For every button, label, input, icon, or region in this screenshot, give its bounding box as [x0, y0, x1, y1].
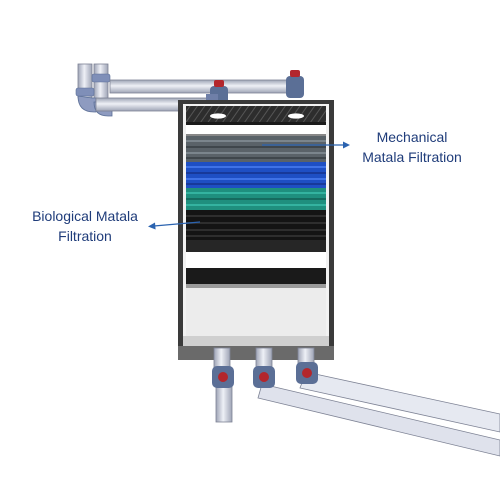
- biological-filtration-label: Biological Matala Filtration: [14, 206, 156, 246]
- callout-arrow-biological: [148, 221, 201, 230]
- mechanical-filtration-label: Mechanical Matala Filtration: [350, 127, 474, 167]
- callout-arrow-mechanical: [262, 141, 350, 149]
- teal-matala-media: [186, 188, 326, 210]
- bottom-valve-left-icon: [212, 366, 234, 388]
- lower-chamber: [186, 288, 326, 336]
- blue-matala-media: [186, 162, 326, 188]
- bottom-outlet-pipes: [212, 347, 500, 457]
- bottom-valve-right-icon: [296, 362, 318, 384]
- mechanical-label-line2: Matala Filtration: [362, 149, 462, 165]
- filter-chamber: [178, 100, 334, 360]
- bottom-valve-middle-icon: [253, 366, 275, 388]
- inlet-grille: [186, 106, 326, 122]
- biological-label-line2: Filtration: [58, 228, 112, 244]
- black-matala-media: [186, 210, 326, 240]
- grey-matala-media: [186, 136, 326, 162]
- mechanical-label-line1: Mechanical: [376, 129, 448, 145]
- top-valve-right-icon: [286, 70, 304, 98]
- biological-label-line1: Biological Matala: [32, 208, 138, 224]
